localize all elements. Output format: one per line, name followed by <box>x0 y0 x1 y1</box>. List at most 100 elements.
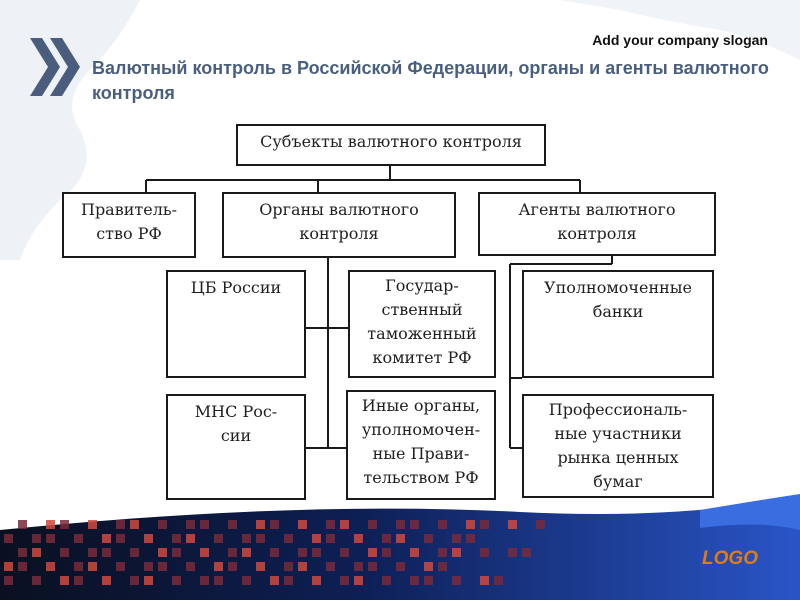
footer-pixel <box>18 520 27 529</box>
footer-pixel <box>88 520 97 529</box>
footer-pixel <box>130 520 139 529</box>
footer-pixel <box>18 548 27 557</box>
footer-pixel <box>354 562 363 571</box>
footer-pixel <box>284 534 293 543</box>
footer-pixel <box>368 548 377 557</box>
footer-pixel <box>32 576 41 585</box>
footer-pixel <box>466 520 475 529</box>
footer-pixel <box>452 576 461 585</box>
agent-child-box: Профессиональ- ные участники рынка ценны… <box>522 394 714 498</box>
footer-pixel <box>312 576 321 585</box>
footer-pixel <box>340 520 349 529</box>
footer-pixel <box>102 576 111 585</box>
double-chevron-icon <box>30 38 80 96</box>
footer-pixel <box>298 520 307 529</box>
footer-pixel <box>326 520 335 529</box>
footer-pixel <box>368 520 377 529</box>
footer-pixel <box>4 576 13 585</box>
footer-pixel <box>130 548 139 557</box>
footer-pixel <box>298 548 307 557</box>
footer-pixel <box>172 534 181 543</box>
footer-pixel <box>4 534 13 543</box>
footer-pixel <box>32 548 41 557</box>
footer-pixel <box>88 562 97 571</box>
footer-pixel <box>214 534 223 543</box>
logo: LOGO <box>702 548 758 569</box>
footer-pixel <box>396 562 405 571</box>
footer-pixel <box>144 576 153 585</box>
slide-title: Валютный контроль в Российской Федерации… <box>92 58 769 103</box>
footer-pixel <box>158 520 167 529</box>
footer-pixel <box>312 534 321 543</box>
footer-pixel <box>480 548 489 557</box>
footer-pixel <box>200 548 209 557</box>
organ-child-box: ЦБ России <box>166 270 306 378</box>
footer-pixel <box>438 520 447 529</box>
footer-pixel <box>382 534 391 543</box>
footer-pixel <box>242 548 251 557</box>
footer-pixel <box>326 562 335 571</box>
footer-pixel <box>312 548 321 557</box>
footer-pixel <box>466 534 475 543</box>
footer-pixel <box>270 548 279 557</box>
company-slogan: Add your company slogan <box>592 32 768 48</box>
footer-pixel <box>270 576 279 585</box>
footer-pixel <box>46 562 55 571</box>
footer-pixel <box>32 534 41 543</box>
footer-pixel <box>102 548 111 557</box>
footer-pixel <box>214 562 223 571</box>
footer-pixel <box>60 548 69 557</box>
footer-pixel <box>74 576 83 585</box>
footer-pixel <box>172 576 181 585</box>
footer-pixel <box>102 534 111 543</box>
footer-pixel <box>200 520 209 529</box>
footer-pixel <box>186 534 195 543</box>
footer-pixel <box>424 562 433 571</box>
footer-pixel <box>116 520 125 529</box>
footer-pixel <box>186 520 195 529</box>
footer-pixel <box>242 534 251 543</box>
footer-pixel <box>144 562 153 571</box>
footer-pixel <box>480 576 489 585</box>
root-box: Субъекты валютного контроля <box>236 124 546 166</box>
footer-pixel <box>144 534 153 543</box>
footer-pixel <box>284 562 293 571</box>
footer-pixel <box>424 534 433 543</box>
footer-pixel <box>382 576 391 585</box>
footer-pixel <box>382 548 391 557</box>
footer-pixel <box>256 520 265 529</box>
footer-pixel <box>46 534 55 543</box>
footer-pixel <box>60 576 69 585</box>
footer-pixel <box>522 548 531 557</box>
footer-pixel <box>4 562 13 571</box>
footer-pixel <box>158 548 167 557</box>
footer-pixel <box>74 534 83 543</box>
footer-pixel <box>424 576 433 585</box>
footer-pixel <box>186 562 195 571</box>
footer-pixel <box>410 548 419 557</box>
organ-child-box: Иные органы, уполномочен- ные Прави- тел… <box>346 390 496 500</box>
footer-pixel <box>158 562 167 571</box>
footer-pixel <box>340 576 349 585</box>
footer-pixel <box>116 562 125 571</box>
footer-pixel <box>172 548 181 557</box>
footer-pixel <box>256 562 265 571</box>
footer-pixel <box>508 520 517 529</box>
footer-pixel <box>340 548 349 557</box>
footer-pixel <box>130 576 139 585</box>
organs-box: Органы валютного контроля <box>222 192 456 258</box>
footer-pixel <box>18 562 27 571</box>
footer-pixel <box>74 562 83 571</box>
government-box: Правитель- ство РФ <box>62 192 196 258</box>
footer-pixel <box>326 534 335 543</box>
footer-band <box>0 494 800 600</box>
footer-pixel <box>410 520 419 529</box>
footer-pixel <box>410 576 419 585</box>
footer-pixel <box>242 576 251 585</box>
footer-pixel <box>354 576 363 585</box>
footer-pixel <box>494 576 503 585</box>
footer-pixel <box>228 520 237 529</box>
footer-pixel <box>452 548 461 557</box>
